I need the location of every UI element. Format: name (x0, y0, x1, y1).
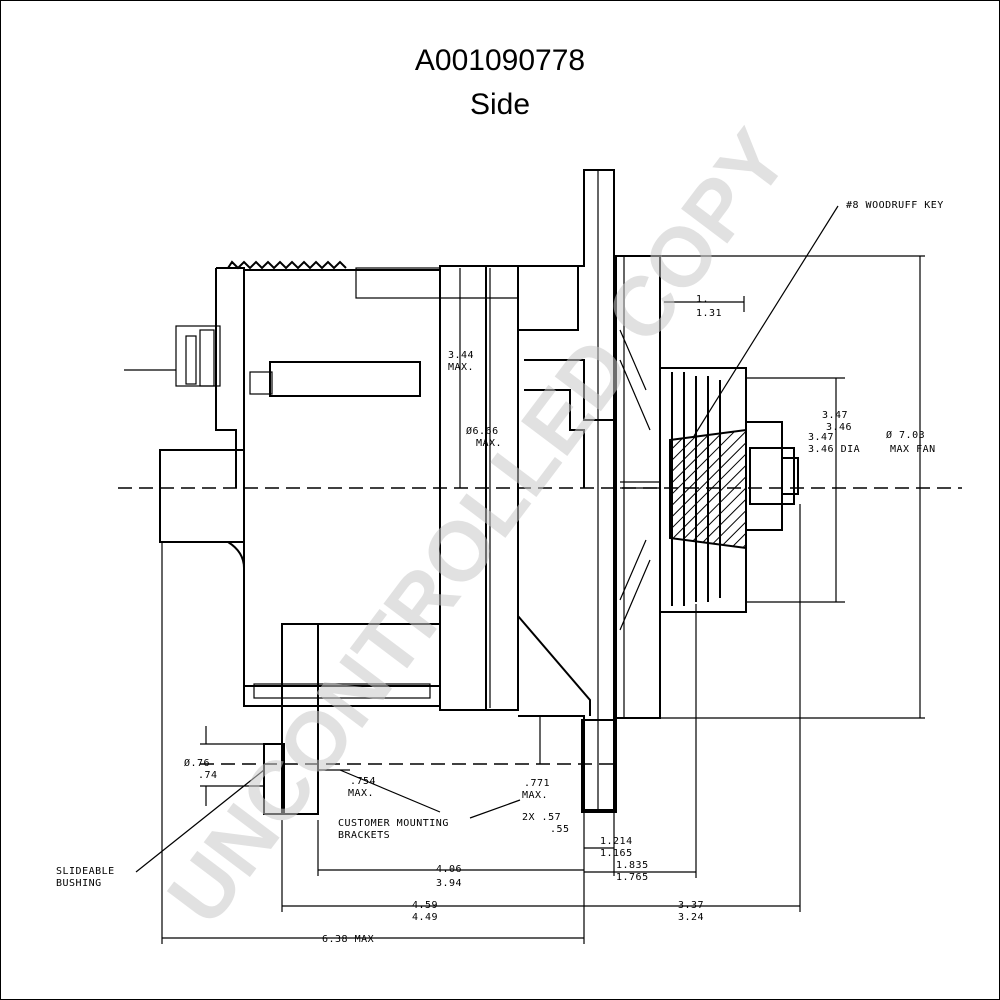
dim-1214: 1.214 (600, 836, 633, 847)
bushing-callout-1: SLIDEABLE (56, 866, 115, 877)
dim-2x-057: 2X .57 (522, 812, 561, 823)
dim-1765: 1.765 (616, 872, 649, 883)
view-label: Side (469, 88, 531, 121)
dim-337: 3.37 (678, 900, 704, 911)
brackets-callout-2: BRACKETS (338, 830, 390, 841)
stator-section (439, 265, 519, 711)
front-housing (517, 169, 615, 811)
part-number-title: A001090778 (414, 44, 586, 77)
dimension-lines (135, 205, 921, 944)
dim-344-max: MAX. (448, 362, 474, 373)
dim-771: .771 (524, 778, 550, 789)
dim-055: .55 (550, 824, 570, 835)
dim-076: Ø.76 (184, 757, 210, 769)
dim-347: 3.47 (822, 410, 848, 421)
dim-131: 1.31 (696, 308, 722, 319)
dim-449: 4.49 (412, 912, 438, 923)
rear-housing (124, 260, 441, 707)
dim-406: 4.06 (436, 864, 462, 875)
drive-pulley (620, 367, 799, 613)
dim-666-max: MAX. (476, 438, 502, 449)
brackets-callout-1: CUSTOMER MOUNTING (338, 818, 449, 829)
bushing-callout-2: BUSHING (56, 878, 102, 889)
dim-754-max: MAX. (348, 788, 374, 799)
dim-754: .754 (350, 776, 376, 787)
dimension-labels: #8 WOODRUFF KEY 3.44 MAX. Ø6.66 MAX. 1. … (56, 200, 944, 945)
dim-1165: 1.165 (600, 848, 633, 859)
dim-074: .74 (198, 770, 218, 781)
dim-346: 3.46 (826, 422, 852, 433)
dim-638-max: 6.38 MAX (322, 934, 374, 945)
woodruff-key-callout: #8 WOODRUFF KEY (846, 200, 944, 211)
dim-703: Ø 7.03 (886, 429, 925, 441)
dim-666: Ø6.66 (466, 425, 499, 437)
dim-1-top: 1. (696, 294, 709, 305)
dim-344: 3.44 (448, 350, 474, 361)
dim-324: 3.24 (678, 912, 704, 923)
dim-346-dia: 3.46 DIA (808, 444, 860, 455)
dim-459: 4.59 (412, 900, 438, 911)
dim-771-max: MAX. (522, 790, 548, 801)
dim-703-max: MAX FAN (890, 444, 936, 455)
dim-1835: 1.835 (616, 860, 649, 871)
dim-394: 3.94 (436, 878, 462, 889)
mounting-ears (200, 623, 620, 815)
dim-347b: 3.47 (808, 432, 834, 443)
